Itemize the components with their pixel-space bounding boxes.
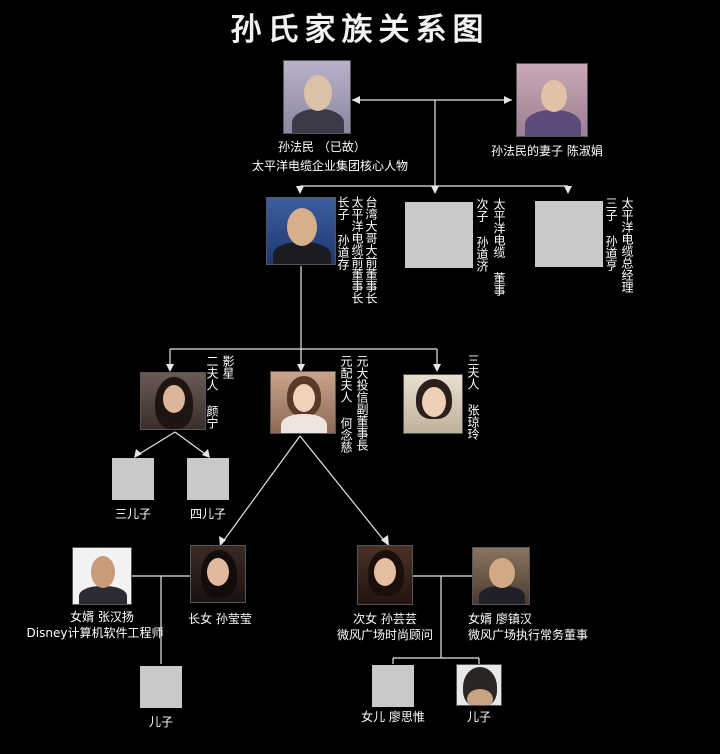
diagram-title: 孙氏家族关系图 <box>230 12 490 48</box>
wife-photo <box>516 63 588 137</box>
second-wife-role: 影星 <box>221 355 235 379</box>
second-son-role: 太平洋电缆 董事 <box>492 198 506 296</box>
father-name: 孙法民 （已故） <box>278 140 366 154</box>
father-role: 太平洋电缆企业集团核心人物 <box>252 159 409 173</box>
second-daughter-photo <box>357 545 413 605</box>
third-son-role: 太平洋电缆总经理 <box>620 197 634 293</box>
son-in-law-2-name: 女婿 廖镇汉 <box>468 612 532 626</box>
third-son-name: 三子 孙道亨 <box>604 197 618 271</box>
son-in-law-2-role: 微风广场执行常务董事 <box>468 628 589 642</box>
grandson-1-label: 儿子 <box>148 715 173 729</box>
third-child-son-label: 三儿子 <box>114 507 151 521</box>
granddaughter-placeholder <box>372 665 414 707</box>
first-wife-name: 元配夫人 何念慈 <box>339 355 353 453</box>
son-in-law-1-role: Disney计算机软件工程师 <box>26 626 164 640</box>
eldest-son-role: 太平洋电缆前董事长 <box>350 196 364 304</box>
first-wife-photo <box>270 371 336 434</box>
eldest-son-name: 长子 孙道存 <box>336 196 350 270</box>
second-son-name: 次子 孙道济 <box>475 198 489 272</box>
son-in-law-1-name: 女婿 张汉扬 <box>70 610 134 624</box>
wife-label: 孙法民的妻子 陈淑娟 <box>491 144 603 158</box>
second-son-placeholder <box>405 202 473 268</box>
second-daughter-label: 次女 孙芸芸 <box>353 612 417 626</box>
eldest-son-title: 台湾大哥大前董事长 <box>364 196 378 304</box>
father-photo <box>283 60 351 134</box>
third-wife-name: 三夫人 张琼玲 <box>466 354 480 440</box>
third-son-placeholder <box>535 201 603 267</box>
second-wife-photo <box>140 372 206 430</box>
second-wife-name: 二夫人 颜宁 <box>205 355 219 429</box>
fourth-son-child-placeholder <box>187 458 229 500</box>
first-wife-role: 元大投信副董事長 <box>355 355 369 451</box>
third-wife-photo <box>403 374 463 434</box>
son-in-law-1-photo <box>72 547 132 605</box>
grandson-2-photo <box>456 664 502 706</box>
son-in-law-2-photo <box>472 547 530 605</box>
eldest-son-photo <box>266 197 336 265</box>
fourth-child-son-label: 四儿子 <box>189 507 226 521</box>
eldest-daughter-label: 长女 孙莹莹 <box>188 612 252 626</box>
third-son-child-placeholder <box>112 458 154 500</box>
grandson-1-placeholder <box>140 666 182 708</box>
granddaughter-label: 女儿 廖思惟 <box>361 710 425 724</box>
grandson-2-label: 儿子 <box>466 710 491 724</box>
second-daughter-role: 微风广场时尚顾问 <box>336 628 433 642</box>
eldest-daughter-photo <box>190 545 246 603</box>
